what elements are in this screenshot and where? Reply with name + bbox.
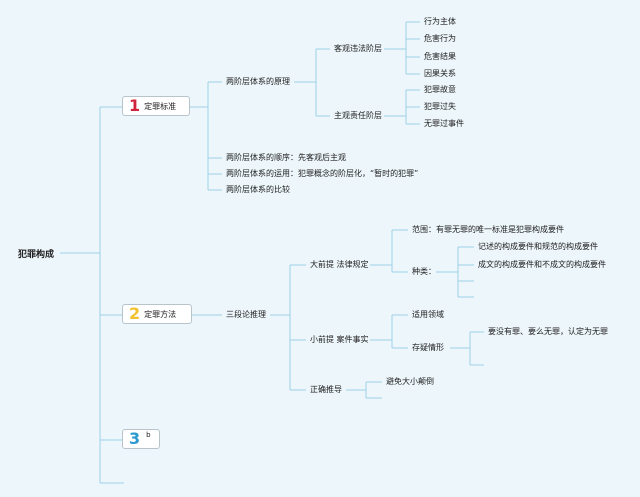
conclusion-node[interactable]: 正确推导 [310,385,342,394]
objective-node[interactable]: 客观违法阶层 [334,44,382,53]
branch-1-label: 定罪标准 [144,101,177,111]
types-node[interactable]: 种类： [412,267,436,276]
doubtful-item[interactable]: 要没有罪、要么无罪，认定为无罪 [488,327,608,336]
objective-item-3[interactable]: 危害结果 [424,52,456,61]
syllogism-node[interactable]: 三段论推理 [226,310,266,319]
objective-item-1[interactable]: 行为主体 [424,17,456,26]
branch-2-number: 2 [129,304,141,323]
type-item-2[interactable]: 成文的构成要件和不成文的构成要件 [478,260,606,269]
branch-2-label: 定罪方法 [144,309,177,319]
order-node[interactable]: 两阶层体系的顺序：先客观后主观 [226,153,346,162]
major-premise-node[interactable]: 大前提 法律规定 [310,260,369,269]
applicable-node[interactable]: 适用领域 [412,310,444,319]
scope-node[interactable]: 范围：有罪无罪的唯一标准是犯罪构成要件 [412,225,564,234]
branch-1-number: 1 [129,96,141,115]
principle-node[interactable]: 两阶层体系的原理 [226,77,290,86]
subjective-node[interactable]: 主观责任阶层 [334,111,382,120]
root-node[interactable]: 犯罪构成 [18,250,55,260]
branch-1-node[interactable]: 1 定罪标准 [122,96,190,116]
objective-item-4[interactable]: 因果关系 [424,69,456,78]
subjective-item-2[interactable]: 犯罪过失 [424,102,456,111]
subjective-item-3[interactable]: 无罪过事件 [424,119,464,128]
objective-item-2[interactable]: 危害行为 [424,34,456,43]
branch-3-label: b [146,431,151,439]
minor-premise-node[interactable]: 小前提 案件事实 [310,335,369,344]
branch-3-number: 3 [129,429,141,448]
application-node[interactable]: 两阶层体系的运用：犯罪概念的阶层化，“暂时的犯罪” [226,169,419,178]
subjective-item-1[interactable]: 犯罪故意 [424,85,456,94]
conclusion-item[interactable]: 避免大小颠倒 [386,377,434,386]
comparison-node[interactable]: 两阶层体系的比较 [226,185,290,194]
type-item-1[interactable]: 记述的构成要件和规范的构成要件 [478,242,598,251]
branch-3-node[interactable]: 3 b [122,429,160,449]
branch-2-node[interactable]: 2 定罪方法 [122,304,192,324]
doubtful-node[interactable]: 存疑情形 [412,343,444,352]
